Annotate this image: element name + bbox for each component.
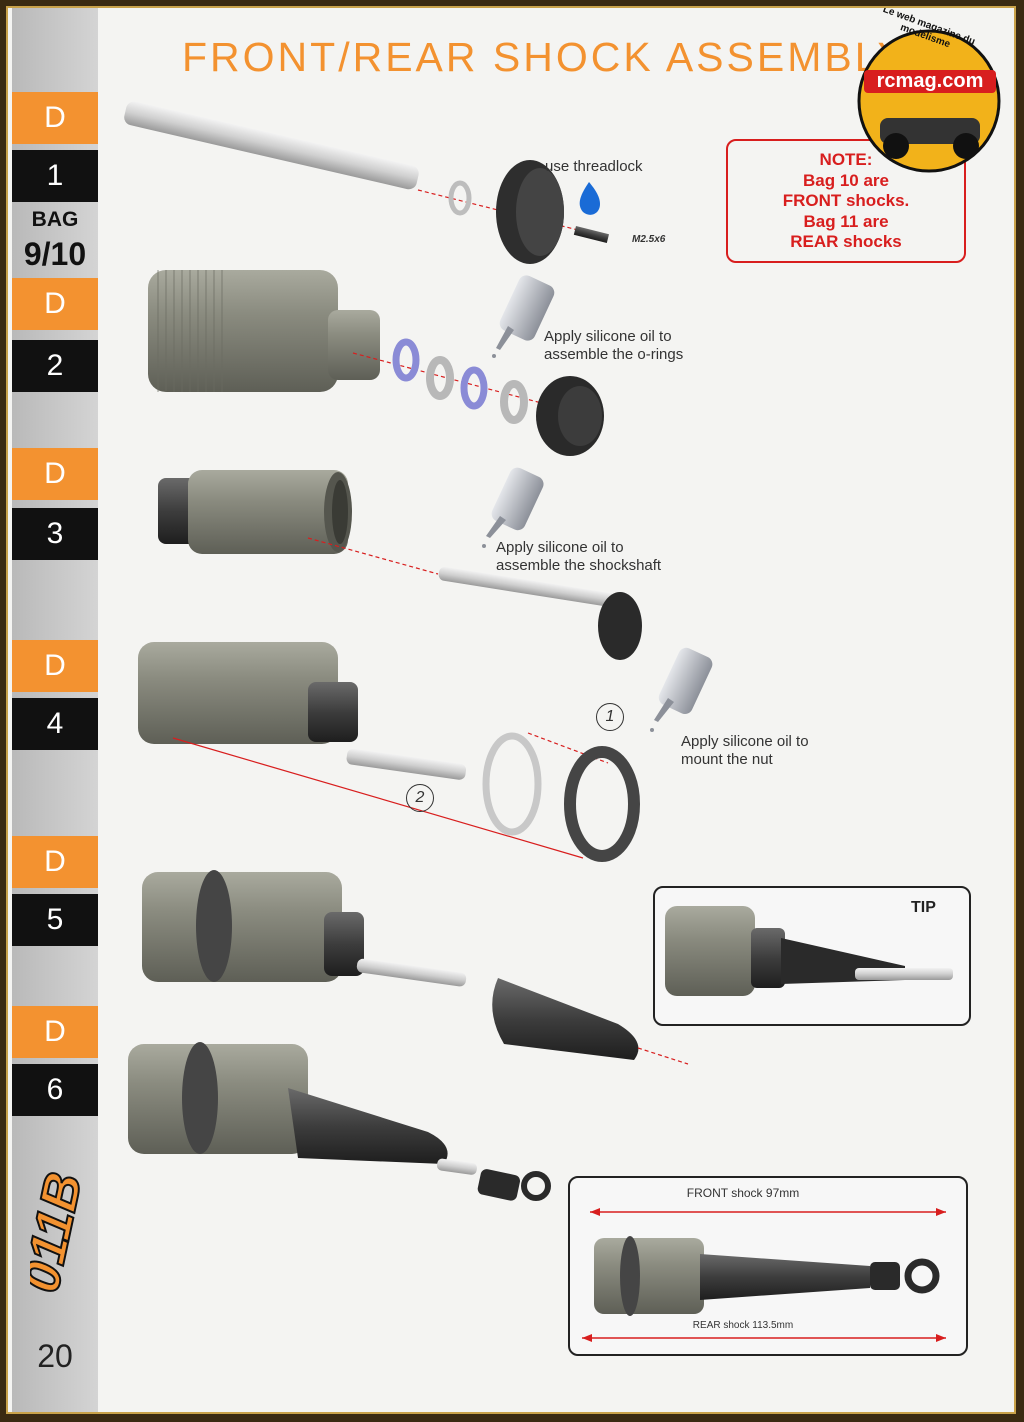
front-shock-length: FRONT shock 97mm <box>686 1186 800 1200</box>
note-line: FRONT shocks. <box>782 191 910 210</box>
note-line: REAR shocks <box>790 232 902 251</box>
shock-length-illustration <box>582 1208 946 1342</box>
threadlock-drop-icon <box>579 182 600 215</box>
shaft-washer <box>448 180 472 216</box>
manual-page: D 1 BAG 9/10 D 2 D 3 D 4 D 5 D 6 011B 20… <box>6 6 1016 1414</box>
shock-o-ring-large <box>482 732 542 836</box>
preload-collar-nut <box>564 746 640 862</box>
step-4-instruction: Apply silicone oil to mount the nut <box>681 733 809 768</box>
step-4-parts <box>138 642 713 862</box>
step-sidebar: D 1 BAG 9/10 D 2 D 3 D 4 D 5 D 6 011B 20 <box>12 8 98 1412</box>
step-5-number: 5 <box>12 894 98 946</box>
step-3-number: 3 <box>12 508 98 560</box>
rear-shock-length: REAR shock 113.5mm <box>692 1320 794 1331</box>
assembly-illustrations <box>124 101 713 1201</box>
shock-spacer-2 <box>460 366 488 410</box>
oil-bottle-icon <box>492 275 555 358</box>
note-line: Bag 11 are <box>803 211 889 231</box>
shock-shaft-assembly <box>438 566 617 608</box>
note-box: NOTE: Bag 10 are FRONT shocks. Bag 11 ar… <box>726 139 966 263</box>
step-3-letter: D <box>12 448 98 500</box>
step-3-parts <box>158 467 642 660</box>
shock-body-step-6 <box>128 1044 308 1154</box>
bag-value: 9/10 <box>23 236 87 272</box>
step-5-parts <box>142 870 689 1065</box>
m25-screw <box>573 226 609 243</box>
o-ring-2 <box>500 380 528 424</box>
tip-label: TIP <box>911 899 936 916</box>
step-2-number: 2 <box>12 340 98 392</box>
tip-illustration <box>665 906 953 996</box>
badge-site: rcmag.com <box>864 70 996 93</box>
step-2-letter: D <box>12 278 98 330</box>
shock-shaft-step-4 <box>346 748 467 780</box>
shock-length-box <box>568 1176 968 1356</box>
shock-body-step-3 <box>188 470 348 554</box>
step-4-guide-line <box>172 737 584 859</box>
preload-collar <box>196 870 232 982</box>
step-4-number: 4 <box>12 698 98 750</box>
o-ring-1 <box>426 356 454 400</box>
shock-shaft-step-5 <box>356 958 467 987</box>
shock-body-step-4 <box>138 642 338 744</box>
step-2-instruction: Apply silicone oil to assemble the o-rin… <box>544 328 684 363</box>
callout-1: 1 <box>596 703 624 731</box>
note-line: Bag 10 are <box>803 170 889 190</box>
shock-boot-installed <box>288 1088 448 1164</box>
step-1-parts <box>124 101 609 264</box>
svg-text:011B: 011B <box>30 1168 92 1298</box>
screw-size-label: M2.5x6 <box>632 234 666 245</box>
shock-spacer-1 <box>392 338 420 382</box>
shock-rod-end <box>477 1169 521 1201</box>
step-1-number: 1 <box>12 150 98 202</box>
step-6-number: 6 <box>12 1064 98 1116</box>
step-1-letter: D <box>12 92 98 144</box>
shock-body-step-5 <box>142 872 342 982</box>
step-3-guide-line <box>307 537 439 575</box>
page-title: FRONT/REAR SHOCK ASSEMBLY <box>182 34 908 80</box>
shock-shaft <box>124 101 419 190</box>
step-3-instruction: Apply silicone oil to assemble the shock… <box>496 539 662 574</box>
rcmag-badge <box>857 29 1001 173</box>
tip-box <box>653 886 971 1026</box>
step-5-letter: D <box>12 836 98 888</box>
step-6-parts <box>128 1042 551 1201</box>
shaft-piston <box>598 592 642 660</box>
product-logo-graphic: 011B <box>30 1167 92 1299</box>
note-line: NOTE: <box>819 150 873 169</box>
bag-label: BAG <box>31 208 79 231</box>
step-6-letter: D <box>12 1006 98 1058</box>
oil-bottle-icon-step-4 <box>650 647 713 732</box>
shock-body <box>148 270 338 392</box>
page-number: 20 <box>37 1338 73 1374</box>
oil-bottle-icon-step-3 <box>482 467 544 548</box>
step-2-parts <box>148 270 604 456</box>
step-1-instruction: use threadlock <box>545 158 643 175</box>
shock-boot <box>492 978 639 1060</box>
step-4-letter: D <box>12 640 98 692</box>
callout-2: 2 <box>406 784 434 812</box>
